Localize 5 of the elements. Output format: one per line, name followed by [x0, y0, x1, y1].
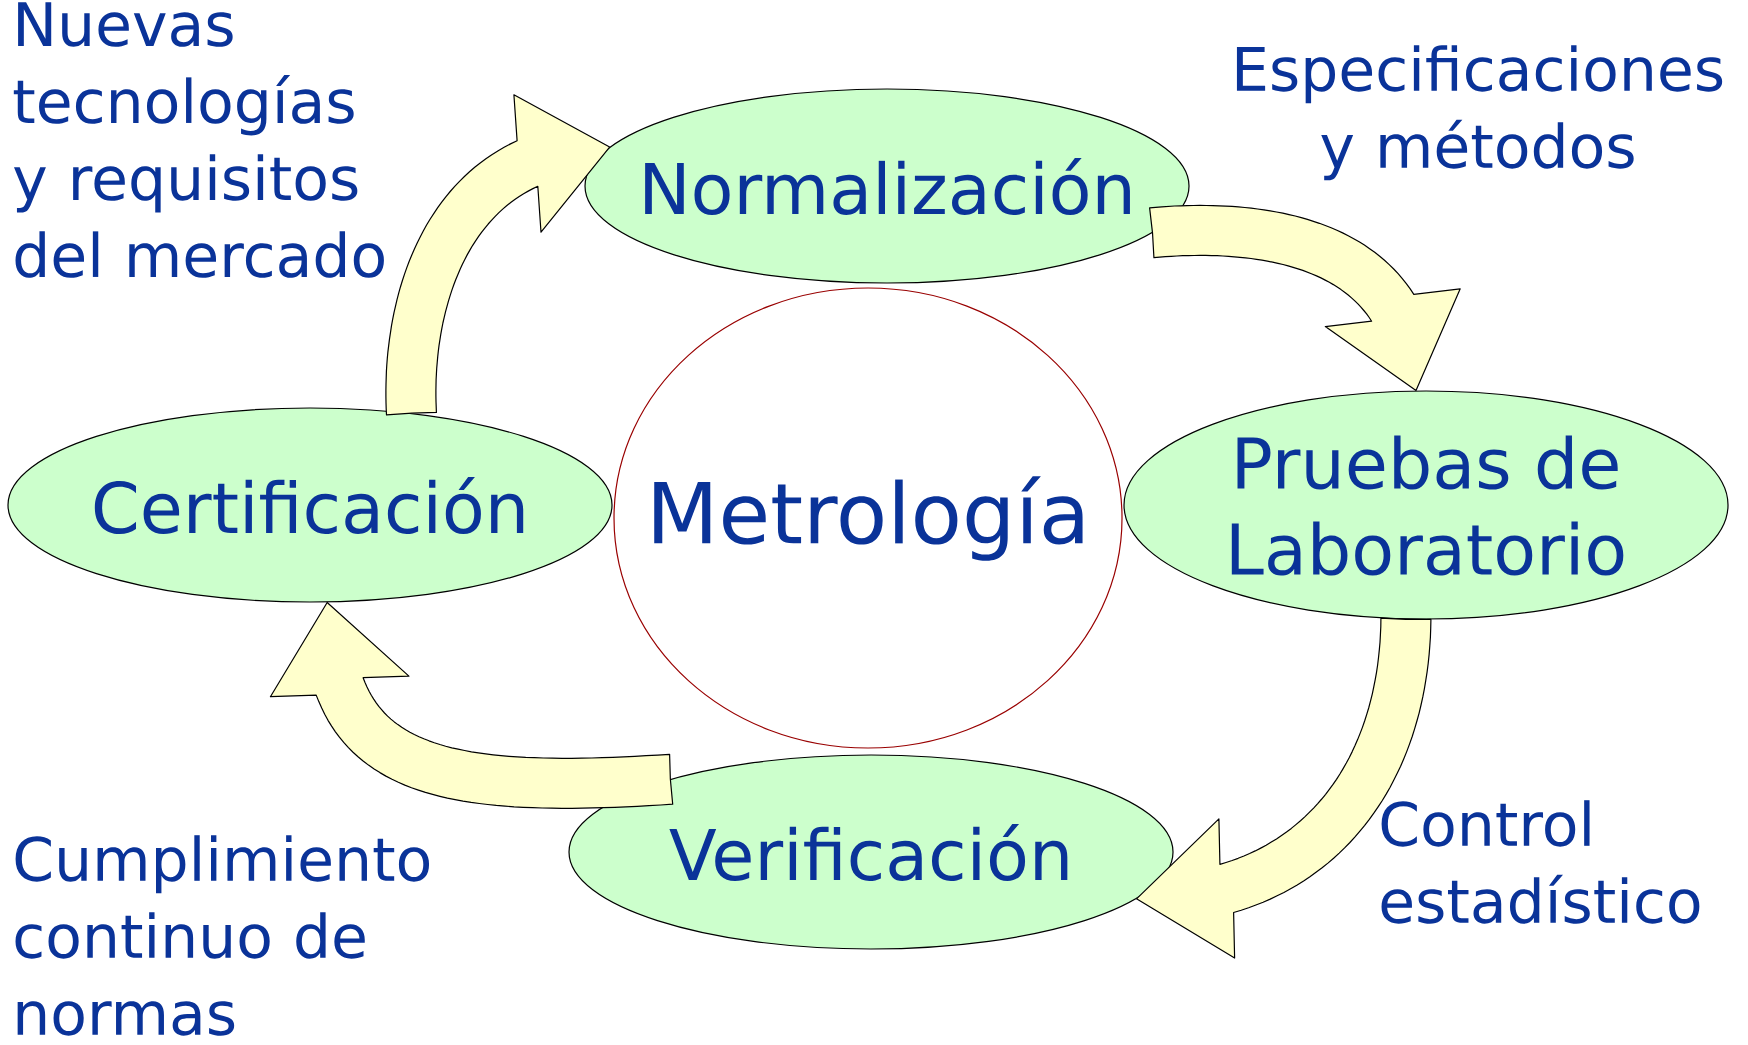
edge-label: Cumplimiento continuo de normas [15, 835, 430, 1036]
edge-label: Control estadístico [1381, 800, 1700, 924]
edge-label: Especificaciones y métodos [1236, 45, 1723, 181]
edge-label: Nuevas tecnologías y requisitos del mercado [13, 2, 384, 278]
curved-arrow [385, 94, 611, 416]
